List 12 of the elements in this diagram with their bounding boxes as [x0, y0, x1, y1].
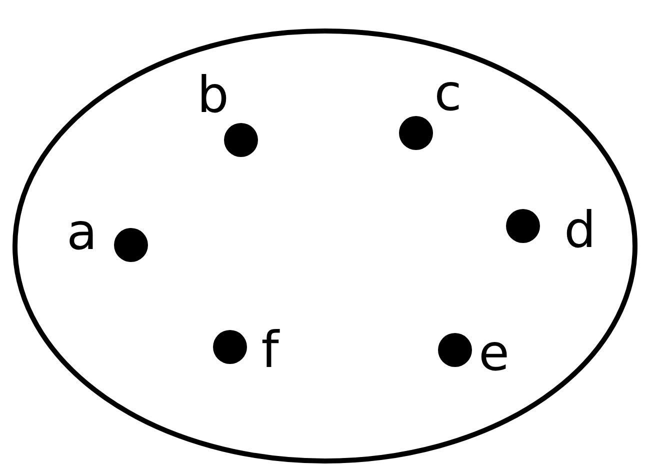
- point-label: e: [478, 328, 510, 378]
- point-label: f: [261, 325, 279, 375]
- dot: [213, 330, 247, 364]
- point-label: d: [564, 205, 596, 255]
- dot: [114, 228, 148, 262]
- dot: [399, 116, 433, 150]
- point-label: b: [197, 70, 229, 120]
- point-label: c: [434, 68, 462, 118]
- dot: [224, 123, 258, 157]
- dot: [438, 333, 472, 367]
- dot: [506, 209, 540, 243]
- point-label: a: [66, 207, 98, 257]
